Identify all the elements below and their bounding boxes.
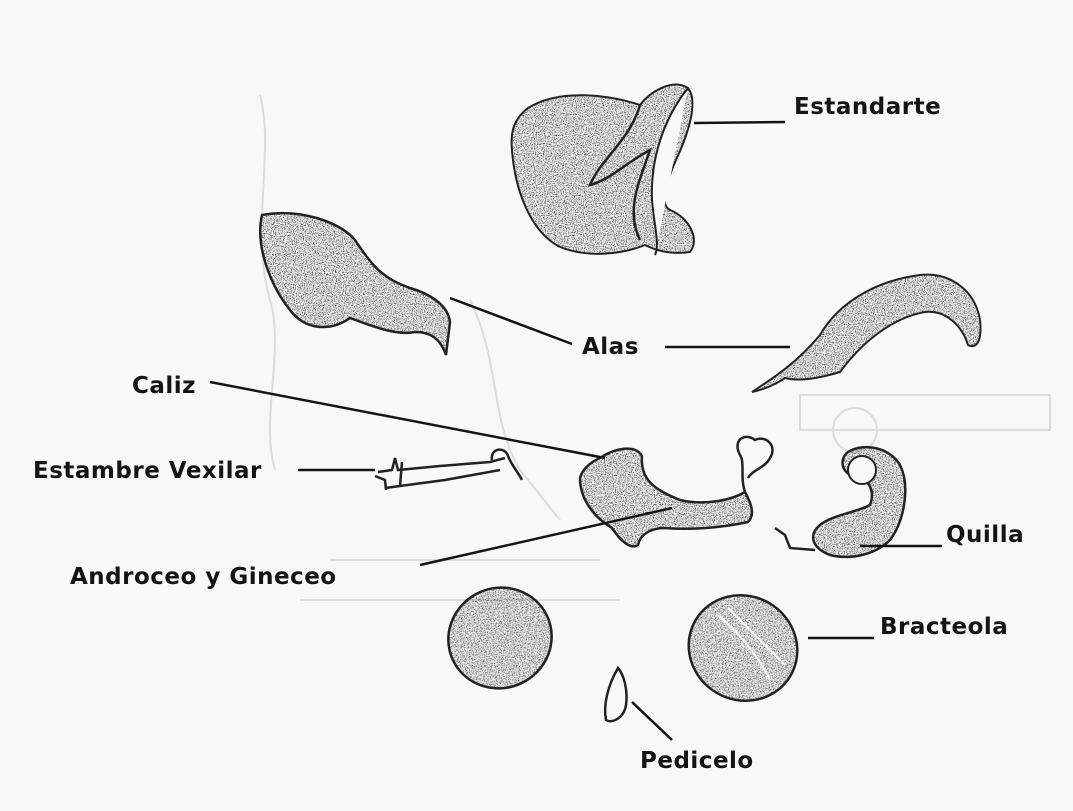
quilla-drawing xyxy=(775,447,905,557)
label-estandarte: Estandarte xyxy=(794,94,941,120)
ala-right-drawing xyxy=(752,275,981,392)
label-pedicelo: Pedicelo xyxy=(640,748,754,774)
label-caliz: Caliz xyxy=(132,373,196,399)
bracteola-right-drawing xyxy=(669,575,816,720)
label-alas: Alas xyxy=(582,334,639,360)
alas-leader-left xyxy=(450,298,572,344)
ala-left-drawing xyxy=(260,213,450,355)
caliz-androceo-drawing xyxy=(580,437,772,546)
estambre-vexilar-drawing xyxy=(375,450,522,490)
pedicelo-drawing xyxy=(605,668,626,721)
estandarte-leader xyxy=(694,122,785,123)
label-quilla: Quilla xyxy=(946,522,1024,548)
pedicelo-leader xyxy=(632,702,672,740)
bracteola-left-drawing xyxy=(432,571,569,706)
label-estambre-vexilar: Estambre Vexilar xyxy=(33,458,262,484)
label-androceo-gineceo: Androceo y Gineceo xyxy=(70,564,337,590)
label-bracteola: Bracteola xyxy=(880,614,1008,640)
estandarte-drawing xyxy=(512,85,694,255)
